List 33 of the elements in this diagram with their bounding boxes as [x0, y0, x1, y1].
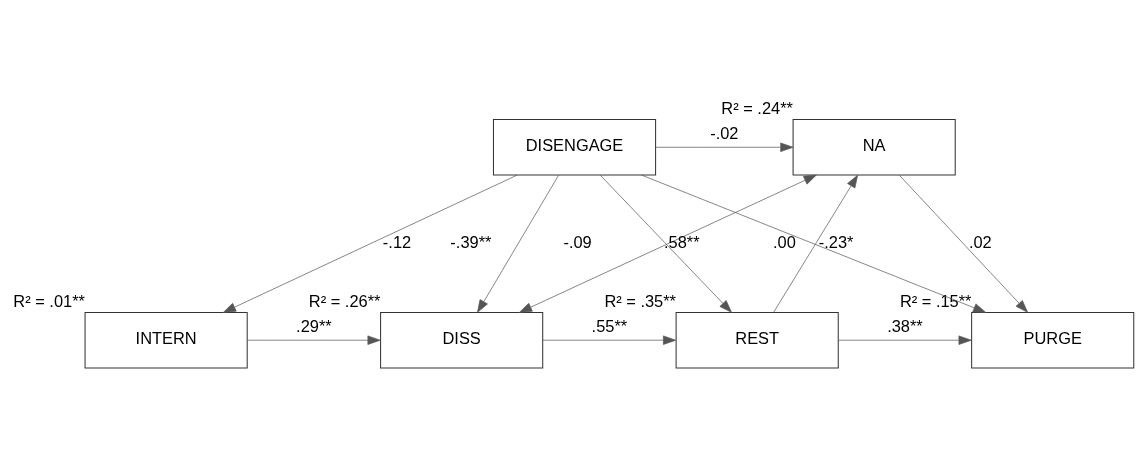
- arrow: [899, 174, 1028, 313]
- edge-label: -.23*: [818, 232, 854, 251]
- node-label: R² = .15**: [899, 292, 972, 311]
- node-box: DISENGAGE: [492, 119, 657, 176]
- arrow: [599, 174, 732, 313]
- node-box: REST: [675, 311, 839, 369]
- edge-label: -.12: [382, 232, 412, 251]
- node-label: R² = .26**: [308, 292, 381, 311]
- arrow: [542, 335, 677, 345]
- arrow: [773, 174, 858, 313]
- arrow: [246, 335, 381, 345]
- edge-label: .29**: [296, 316, 332, 335]
- arrow: [519, 174, 817, 313]
- edge-label: .55**: [591, 316, 628, 335]
- edge-label: -.39**: [450, 232, 492, 251]
- arrow: [641, 174, 987, 313]
- node-box: DISS: [380, 311, 544, 369]
- edge-label: .02: [968, 232, 992, 251]
- arrow: [655, 142, 794, 152]
- node-box: INTERN: [84, 311, 248, 369]
- arrow: [222, 174, 518, 313]
- node-box: PURGE: [971, 311, 1135, 369]
- edge-label: -.02: [710, 123, 739, 142]
- arrow: [477, 174, 559, 313]
- arrow: [837, 335, 972, 345]
- node-box: NA: [792, 119, 956, 176]
- node-label: R² = .01**: [13, 292, 85, 311]
- edge-label: .00: [772, 232, 796, 251]
- edge-label: .38**: [887, 316, 923, 335]
- node-label: R² = .24**: [721, 99, 793, 118]
- node-label: R² = .35**: [604, 292, 676, 311]
- edge-label: .58**: [663, 232, 700, 251]
- edge-label: -.09: [563, 232, 592, 251]
